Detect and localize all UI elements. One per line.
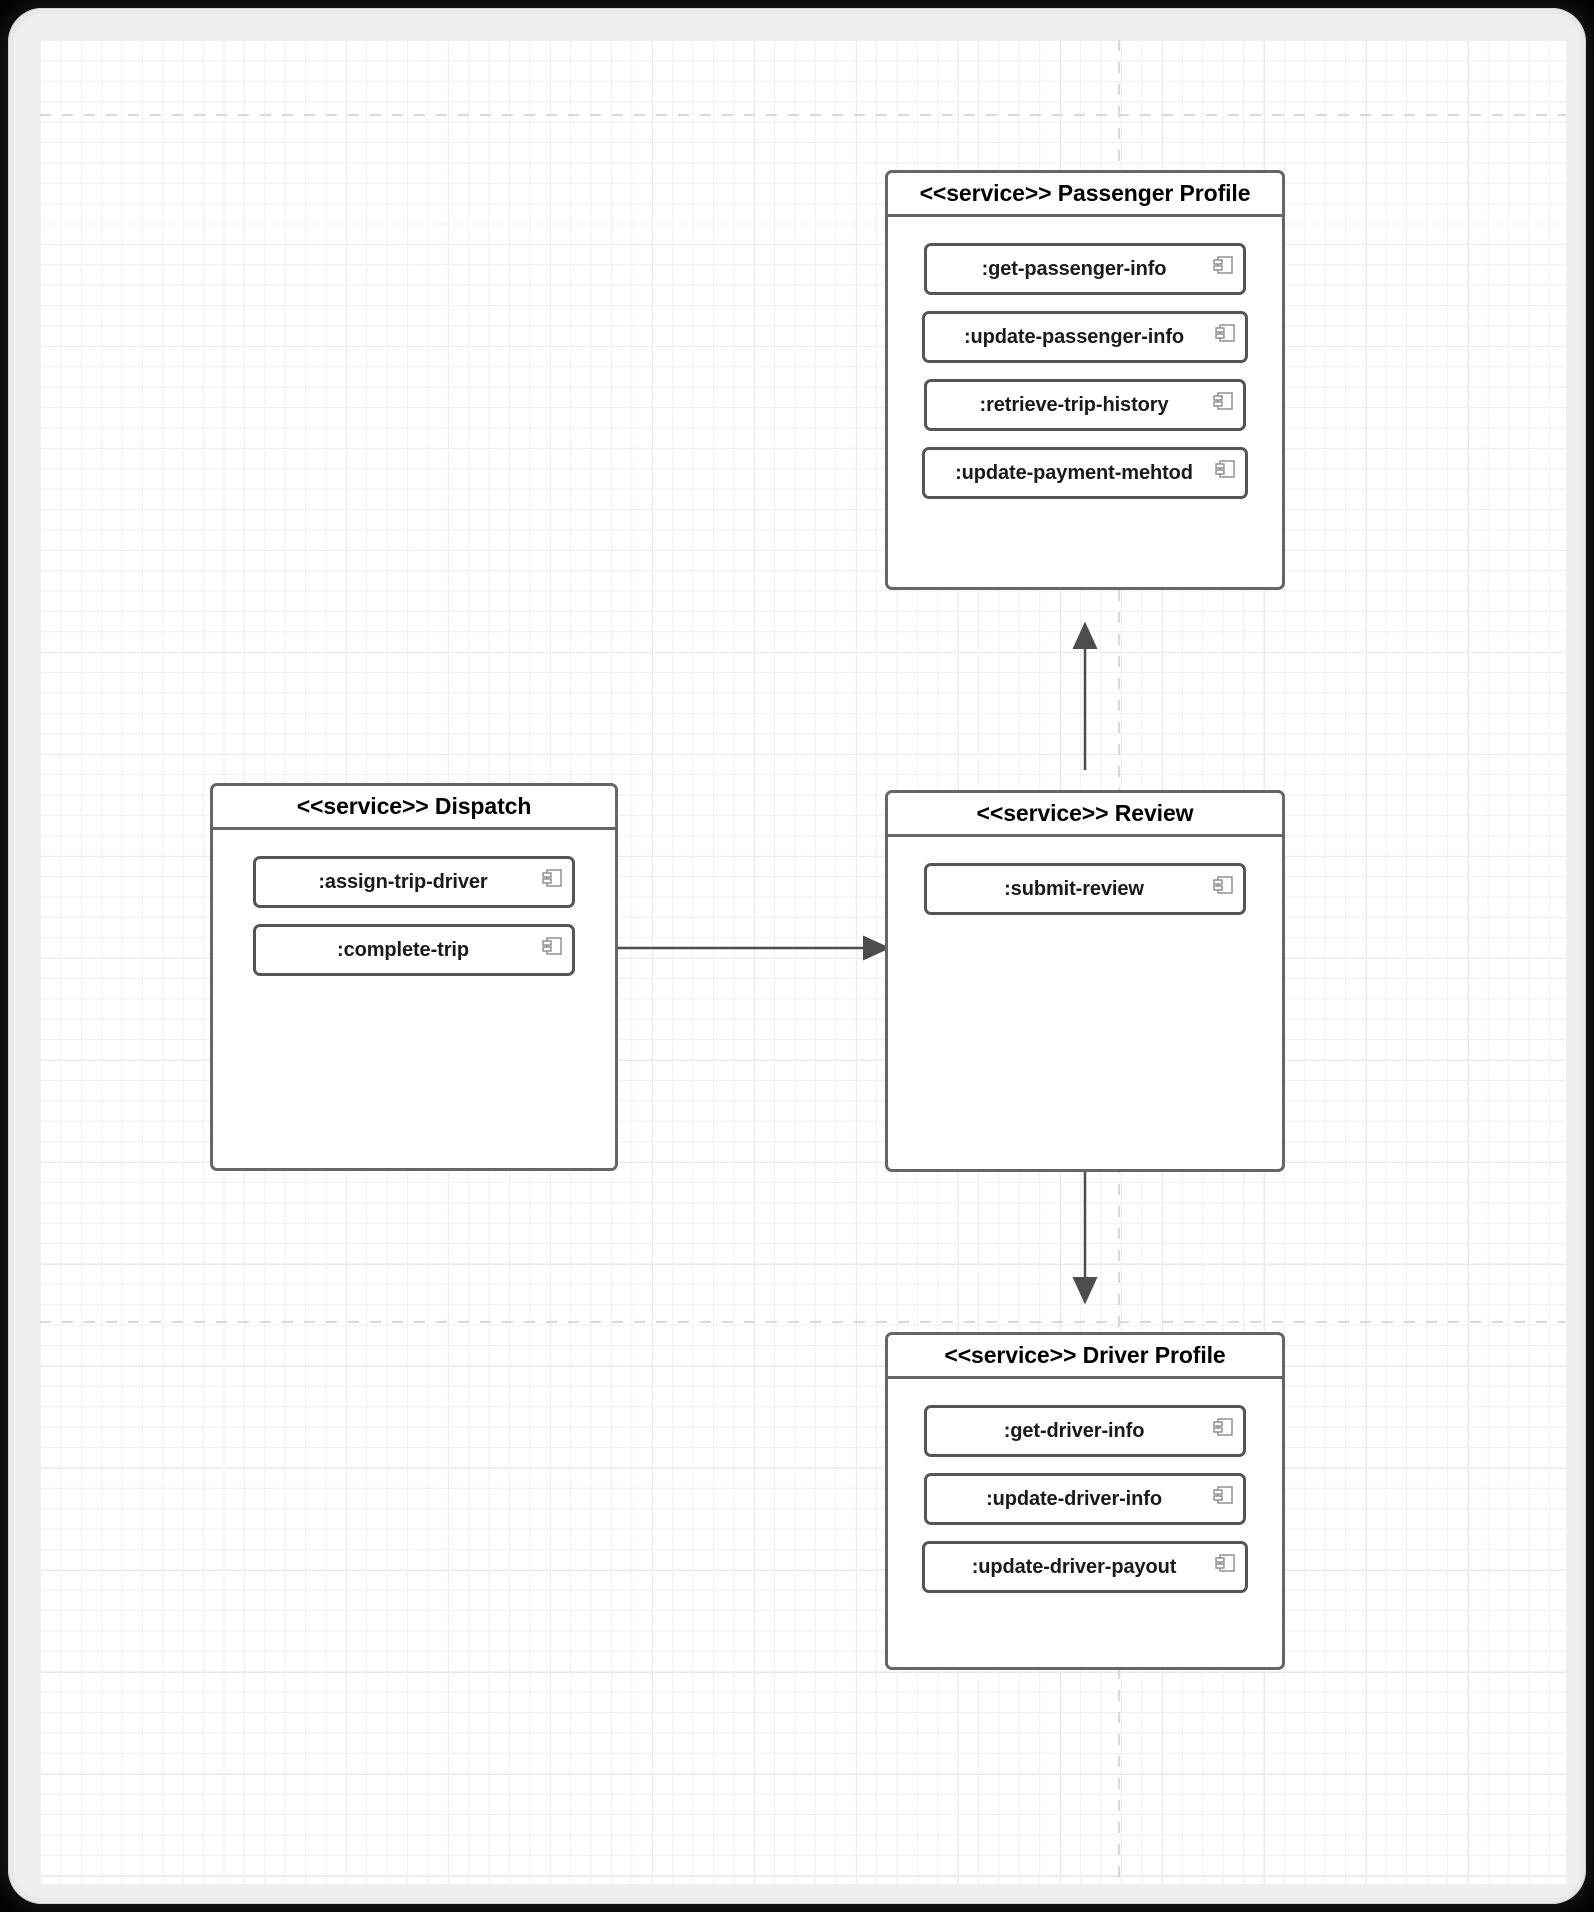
component-header-dispatch: <<service>> Dispatch [213,786,615,830]
interface-label: :update-driver-info [986,1487,1162,1510]
uml-component-icon [1213,1418,1233,1436]
interface-retrieve-trip-history[interactable]: :retrieve-trip-history [924,379,1246,431]
component-header-passenger-profile: <<service>> Passenger Profile [888,173,1282,217]
interface-assign-trip-driver[interactable]: :assign-trip-driver [253,856,575,908]
interface-label: :complete-trip [337,938,469,961]
interface-complete-trip[interactable]: :complete-trip [253,924,575,976]
interface-get-driver-info[interactable]: :get-driver-info [924,1405,1246,1457]
component-header-review: <<service>> Review [888,793,1282,837]
interface-update-passenger-info[interactable]: :update-passenger-info [922,311,1248,363]
interface-label: :update-driver-payout [971,1555,1177,1578]
component-body-review: :submit-review [888,837,1282,915]
uml-component-icon [1215,324,1235,342]
diagram-content: <<service>> Passenger Profile :get-passe… [40,40,1566,1884]
component-body-dispatch: :assign-trip-driver :complete-trip [213,830,615,976]
interface-label: :submit-review [1004,877,1144,900]
interface-update-driver-payout[interactable]: :update-driver-payout [922,1541,1248,1593]
uml-component-icon [1213,1486,1233,1504]
component-body-passenger-profile: :get-passenger-info :update-passenger-in… [888,217,1282,499]
uml-component-icon [1213,392,1233,410]
uml-component-icon [1215,460,1235,478]
window-inner-bezel: <<service>> Passenger Profile :get-passe… [14,14,1580,1898]
diagram-canvas[interactable]: <<service>> Passenger Profile :get-passe… [40,40,1566,1884]
interface-label: :update-payment-mehtod [955,461,1193,484]
application-window: <<service>> Passenger Profile :get-passe… [8,8,1586,1904]
uml-component-icon [1213,876,1233,894]
uml-component-icon [1215,1554,1235,1572]
component-driver-profile[interactable]: <<service>> Driver Profile :get-driver-i… [885,1332,1285,1670]
interface-label: :assign-trip-driver [318,870,488,893]
uml-component-icon [542,937,562,955]
uml-component-icon [1213,256,1233,274]
component-header-driver-profile: <<service>> Driver Profile [888,1335,1282,1379]
uml-component-icon [542,869,562,887]
interface-label: :get-passenger-info [981,257,1167,280]
interface-update-payment-mehtod[interactable]: :update-payment-mehtod [922,447,1248,499]
component-dispatch[interactable]: <<service>> Dispatch :assign-trip-driver [210,783,618,1171]
component-body-driver-profile: :get-driver-info :update-driver-info [888,1379,1282,1593]
interface-label: :retrieve-trip-history [979,393,1169,416]
interface-get-passenger-info[interactable]: :get-passenger-info [924,243,1246,295]
interface-submit-review[interactable]: :submit-review [924,863,1246,915]
interface-label: :update-passenger-info [963,325,1185,348]
component-review[interactable]: <<service>> Review :submit-review [885,790,1285,1172]
interface-label: :get-driver-info [1003,1419,1145,1442]
component-passenger-profile[interactable]: <<service>> Passenger Profile :get-passe… [885,170,1285,590]
interface-update-driver-info[interactable]: :update-driver-info [924,1473,1246,1525]
